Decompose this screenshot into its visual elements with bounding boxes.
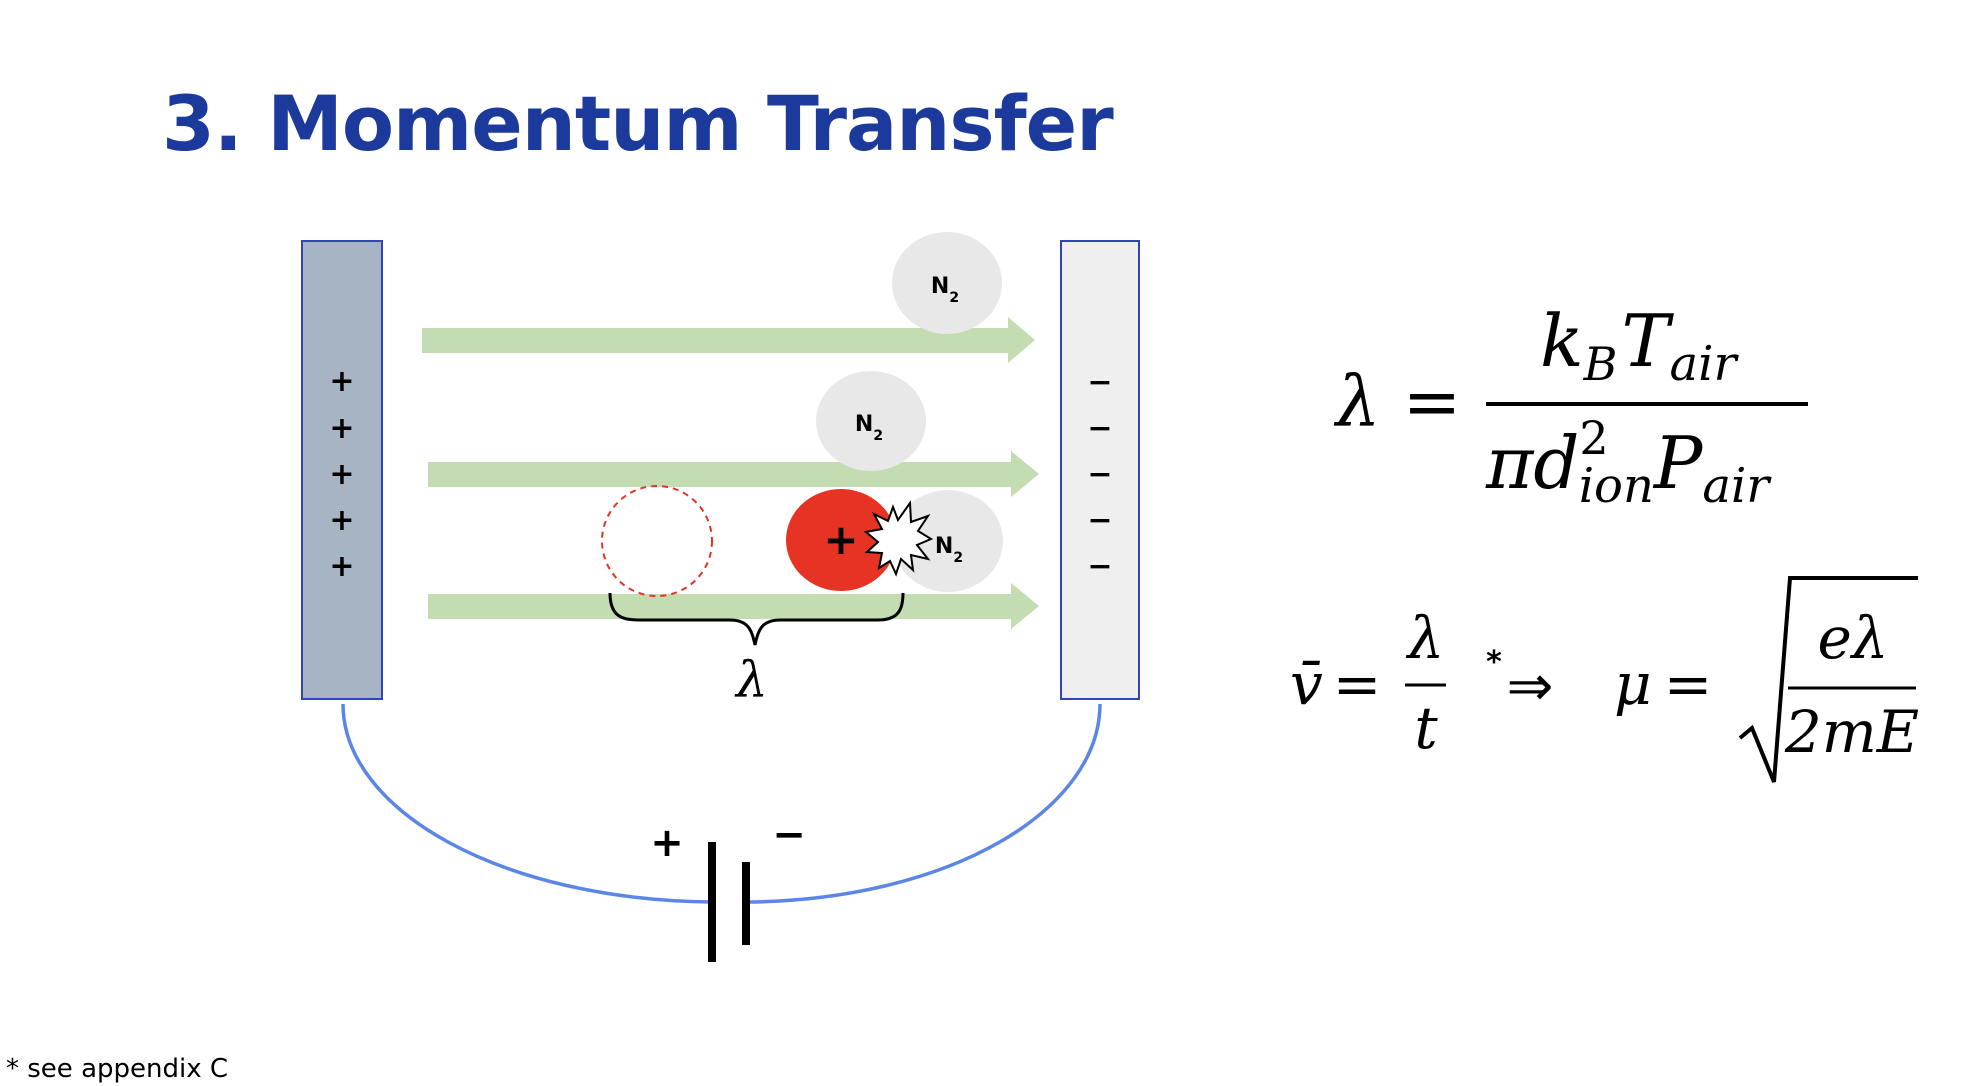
field-arrow	[428, 583, 1039, 629]
plate-negative-sign: −	[1087, 503, 1112, 538]
plate-negative-sign: −	[1087, 457, 1112, 492]
implies-arrow: ⇒	[1507, 654, 1554, 719]
velocity-symbol: v̄	[1290, 650, 1323, 718]
circuit: + −	[341, 703, 1102, 962]
slide-title: 3. Momentum Transfer	[162, 79, 1114, 168]
plate-positive-sign: +	[329, 364, 354, 399]
field-arrows	[422, 317, 1039, 629]
molecule-label: N	[935, 534, 953, 559]
lambda-lhs: λ =	[1333, 361, 1461, 443]
battery-positive-sign: +	[650, 820, 684, 866]
ion-charge: +	[823, 515, 858, 564]
molecule-subscript: 2	[949, 290, 959, 306]
collision-burst-icon	[863, 500, 934, 577]
mobility-numerator: eλ	[1817, 604, 1888, 672]
plate-positive-sign: +	[329, 457, 354, 492]
pressure-p: P	[1652, 421, 1704, 505]
d-superscript: 2	[1579, 411, 1608, 465]
d-subscript: ion	[1579, 458, 1654, 514]
temperature-t: T	[1621, 299, 1674, 383]
velocity-numerator: λ	[1406, 604, 1445, 672]
temperature-subscript: air	[1669, 336, 1739, 392]
lambda-numerator: kBTair	[1540, 299, 1739, 392]
molecule-subscript: 2	[953, 550, 963, 566]
mean-free-path-brace	[608, 592, 905, 646]
plate-positive-sign: +	[329, 549, 354, 584]
mobility-denominator: 2mE	[1784, 698, 1919, 766]
boltzmann-subscript: B	[1583, 337, 1618, 391]
n2-molecule: N2	[892, 232, 1002, 334]
drift-velocity-equation: v̄= λ t * ⇒	[1290, 604, 1553, 762]
pressure-subscript: air	[1702, 458, 1772, 514]
molecule-label: N	[855, 412, 873, 437]
ion-previous-position	[601, 485, 713, 597]
battery-negative-sign: −	[772, 812, 806, 858]
n2-molecule: N2	[816, 371, 926, 471]
footnote: * see appendix C	[6, 1054, 229, 1084]
plate-negative-sign: −	[1087, 549, 1112, 584]
plate-positive-sign: +	[329, 503, 354, 538]
molecule-subscript: 2	[873, 428, 883, 444]
n2-molecule	[893, 490, 1003, 592]
implies-asterisk: *	[1486, 645, 1502, 680]
molecule-label: N	[931, 274, 949, 299]
ion: +	[786, 489, 896, 591]
plate-negative-sign: −	[1087, 365, 1112, 400]
mobility-equation: μ= eλ 2mE	[1614, 576, 1919, 783]
svg-text:μ=: μ=	[1614, 650, 1712, 718]
field-arrow	[422, 317, 1035, 363]
mean-free-path-label: λ	[734, 651, 768, 709]
wire-right	[747, 703, 1102, 904]
svg-text:N2: N2	[931, 274, 959, 306]
mobility-equals: =	[1664, 650, 1713, 718]
field-arrow	[428, 451, 1039, 497]
collided-molecule-label: N2	[935, 534, 963, 566]
velocity-equals: =	[1333, 650, 1382, 718]
mobility-symbol: μ	[1614, 650, 1652, 718]
plate-negative-sign: −	[1087, 411, 1112, 446]
boltzmann-k: k	[1540, 299, 1584, 383]
velocity-denominator: t	[1414, 694, 1438, 762]
svg-text:N2: N2	[855, 412, 883, 444]
negative-plate: − − − − −	[1060, 240, 1140, 700]
square-root-sign	[1738, 576, 1918, 783]
svg-text:v̄=: v̄=	[1290, 650, 1381, 718]
plate-positive-sign: +	[329, 411, 354, 446]
positive-plate: + + + + +	[301, 240, 383, 700]
pi-d: πd	[1485, 421, 1579, 505]
wire-left	[341, 703, 713, 904]
